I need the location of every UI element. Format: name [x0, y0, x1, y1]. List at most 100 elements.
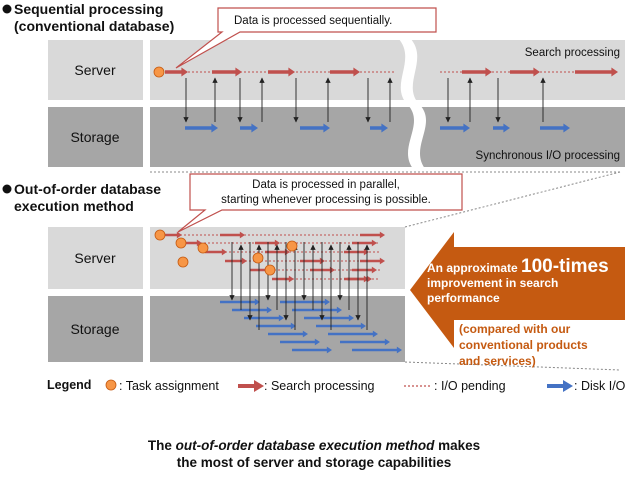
improvement-arrow-icon: [410, 232, 625, 348]
ooo-disk-1-head: [266, 306, 272, 314]
ooo-disk-b0-head: [324, 298, 330, 306]
comparison-note-line3: and services): [459, 354, 536, 368]
disk-arrow-r1-head: [503, 123, 510, 133]
storage-band-1-label-bg: [48, 107, 143, 167]
ooo-search-3-head: [241, 257, 247, 265]
ooo-disk-5-head: [314, 338, 320, 346]
caption-line2: the most of server and storage capabilit…: [177, 455, 452, 470]
server-band-1-label-bg: [48, 40, 143, 100]
legend-task-label: : Task assignment: [119, 379, 219, 393]
task-dot-icon: [153, 66, 165, 78]
server-label-2: Server: [74, 250, 116, 266]
search-arrow-r2-head: [611, 67, 618, 77]
sync-io-label: Synchronous I/O processing: [476, 150, 620, 162]
disk-arrow-2-head: [323, 123, 330, 133]
caption-post: makes: [434, 438, 480, 453]
callout-2-box: [177, 173, 463, 233]
ooo-disk-0-head: [254, 298, 260, 306]
ooo-disk-b3-head: [360, 322, 366, 330]
callout-1-text: Data is processed sequentially.: [234, 15, 392, 27]
ooo-search-c2-head: [363, 248, 369, 256]
section1-title-line2: (conventional database): [14, 18, 174, 34]
callout-1-box: [175, 7, 437, 69]
task-dot-icon: [154, 229, 166, 241]
ooo-disk-b6-head: [396, 346, 402, 354]
ooo-search-0-head: [176, 231, 182, 239]
disk-arrow-r2-head: [563, 123, 570, 133]
server-band-1: [150, 40, 625, 100]
legend-search-label: : Search processing: [264, 379, 375, 393]
storage-band-1: [150, 107, 625, 167]
storage-band-2-label-bg: [48, 296, 143, 362]
ooo-search-5-head: [288, 275, 294, 283]
disk-arrow-3-head: [381, 123, 388, 133]
legend-io-pending-label: : I/O pending: [434, 379, 506, 393]
improvement-line1: An approximate 100-times: [427, 256, 609, 277]
callout-2-line1: Data is processed in parallel,: [252, 179, 400, 191]
legend-disk-label: : Disk I/O: [574, 379, 626, 393]
ooo-disk-6-head: [326, 346, 332, 354]
bullet-dot-icon: [2, 4, 12, 14]
legend-title: Legend: [47, 378, 91, 392]
ooo-search-b0-head: [239, 231, 245, 239]
storage-label-1: Storage: [70, 129, 119, 145]
server-band-2-label-bg: [48, 227, 143, 289]
disk-arrow-0-head: [211, 123, 218, 133]
caption-line1: The out-of-order database execution meth…: [148, 438, 480, 453]
search-processing-label: Search processing: [525, 47, 620, 59]
ooo-search-1-head: [196, 239, 202, 247]
ooo-search-c4-head: [371, 266, 377, 274]
out-of-order-flow: [154, 229, 402, 354]
task-dot-icon: [197, 242, 209, 254]
caption-italic: out-of-order database execution method: [176, 438, 436, 453]
improvement-line2: improvement in search: [427, 276, 558, 290]
sequential-flow: [153, 66, 618, 133]
ooo-search-c0-head: [379, 231, 385, 239]
task-dot-icon: [252, 252, 264, 264]
ooo-search-2-head: [221, 248, 227, 256]
comparison-note-line2: conventional products: [459, 338, 588, 352]
task-dot-icon: [175, 237, 187, 249]
search-arrow-icon: [238, 380, 264, 392]
ooo-disk-b2-head: [348, 314, 354, 322]
storage-label-2: Storage: [70, 321, 119, 337]
task-dot-icon: [286, 240, 298, 252]
search-arrow-0-head: [181, 67, 188, 77]
ooo-search-c5-head: [363, 275, 369, 283]
ooo-search-b5-head: [366, 275, 372, 283]
disk-arrow-r0-head: [463, 123, 470, 133]
section1-title-line1: Sequential processing: [14, 1, 163, 17]
search-arrow-r0-head: [485, 67, 492, 77]
search-arrow-r1-head: [533, 67, 540, 77]
search-arrow-3-head: [353, 67, 360, 77]
search-arrow-1-head: [235, 67, 242, 77]
callout-2-line2: starting whenever processing is possible…: [221, 194, 431, 206]
server-label-1: Server: [74, 62, 116, 78]
ooo-disk-b5-head: [384, 338, 390, 346]
task-dot-icon: [105, 379, 117, 391]
task-dot-icon: [264, 264, 276, 276]
improvement-line3: performance: [427, 291, 500, 305]
break-wave-icon: [398, 38, 426, 170]
ooo-search-c3-head: [379, 257, 385, 265]
comparison-note-line1: (compared with our: [459, 322, 571, 336]
caption-pre: The: [148, 438, 176, 453]
task-dot-icon: [177, 256, 189, 268]
ooo-disk-b4-head: [372, 330, 378, 338]
improvement-highlight: 100-times: [521, 256, 609, 277]
ooo-disk-3-head: [290, 322, 296, 330]
section2-title-line1: Out-of-order database: [14, 181, 161, 197]
improvement-prefix: An approximate: [427, 261, 521, 275]
ooo-disk-2-head: [278, 314, 284, 322]
search-arrow-2-head: [288, 67, 295, 77]
zoom-line-top: [404, 171, 621, 228]
bullet-dot-icon: [2, 184, 12, 194]
ooo-disk-b1-head: [336, 306, 342, 314]
disk-arrow-icon: [547, 380, 573, 392]
section2-title-line2: execution method: [14, 198, 134, 214]
disk-arrow-1-head: [251, 123, 258, 133]
ooo-search-c1-head: [371, 239, 377, 247]
ooo-disk-4-head: [302, 330, 308, 338]
